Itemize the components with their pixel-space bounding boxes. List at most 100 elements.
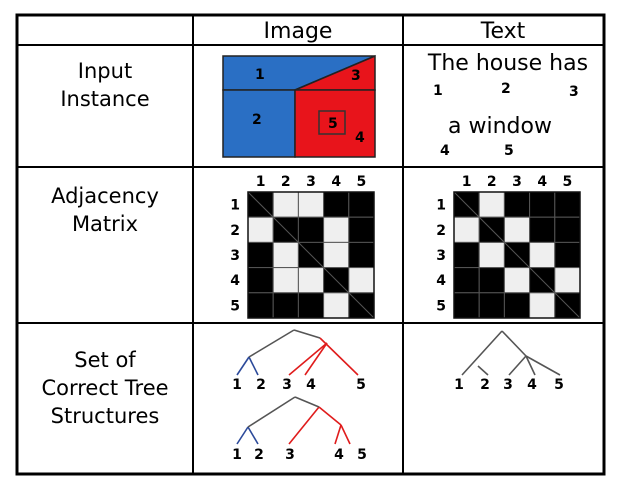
text-matrix-cell-5-4 xyxy=(529,292,556,319)
text-matrix-cell-5-2 xyxy=(478,292,505,319)
header-text: Text xyxy=(480,19,526,44)
tree-a-leaf-4: 4 xyxy=(306,377,316,393)
row-label-trees-line2: Correct Tree xyxy=(41,376,168,400)
tree-a-edge xyxy=(236,356,250,376)
tree-c-edge xyxy=(525,355,536,376)
text-matrix-diagonal xyxy=(453,191,581,319)
text-matrix-row-label-3: 3 xyxy=(436,248,446,264)
tree-b-edge xyxy=(236,426,249,445)
image-matrix-diagonal xyxy=(247,191,375,319)
sentence-line-2: a window xyxy=(448,114,552,139)
row-label-trees-line3: Structures xyxy=(51,404,160,428)
image-matrix-cell-2-1 xyxy=(247,216,274,243)
tree-b-edge xyxy=(340,424,351,445)
tree-a-edge xyxy=(293,329,321,339)
image-matrix-cell-3-2 xyxy=(272,241,299,269)
text-matrix-cell-1-4 xyxy=(529,191,556,218)
text-matrix-row-label-1: 1 xyxy=(436,198,446,214)
image-matrix-row-label-4: 4 xyxy=(230,273,240,289)
row-label-trees-line1: Set of xyxy=(74,348,136,372)
image-matrix-cell-1-5 xyxy=(348,191,375,218)
tree-a-leaf-5: 5 xyxy=(356,377,366,393)
tree-c-edge xyxy=(501,330,527,357)
row-label-matrix-line1: Adjacency xyxy=(51,184,159,208)
image-matrix-col-label-4: 4 xyxy=(331,174,341,190)
word-index-1: 1 xyxy=(433,83,443,99)
tree-a-edge xyxy=(248,356,259,376)
text-matrix-cell-1-3 xyxy=(503,191,531,218)
image-matrix-cell-5-2 xyxy=(272,292,299,319)
tree-b-leaf-2: 2 xyxy=(254,447,264,463)
image-matrix-row-label-3: 3 xyxy=(230,248,240,264)
word-index-5: 5 xyxy=(504,143,514,159)
tree-c-leaf-2: 2 xyxy=(480,377,490,393)
region-label-2: 2 xyxy=(252,112,262,128)
tree-b-leaf-3: 3 xyxy=(285,447,295,463)
sentence-line-1: The house has xyxy=(427,51,588,76)
text-matrix-cell-3-4 xyxy=(529,241,556,269)
tree-a-edge xyxy=(248,329,295,358)
image-matrix-cell-2-4 xyxy=(323,216,350,243)
text-matrix-cell-4-5 xyxy=(554,267,581,294)
tree-c-edge xyxy=(508,355,527,376)
tree-c-edge xyxy=(525,355,561,376)
region-5-window xyxy=(318,110,346,135)
image-matrix-border xyxy=(247,191,375,319)
tree-b-edge xyxy=(318,406,342,426)
image-matrix-cell-3-1 xyxy=(247,241,274,269)
image-matrix-cell-5-3 xyxy=(297,292,325,319)
text-matrix-row-label-4: 4 xyxy=(436,273,446,289)
image-matrix-cell-2-5 xyxy=(348,216,375,243)
image-matrix-col-label-2: 2 xyxy=(281,174,291,190)
tree-b-edge xyxy=(288,406,320,445)
image-matrix-row-label-2: 2 xyxy=(230,223,240,239)
image-matrix-cell-4-5 xyxy=(348,267,375,294)
text-matrix-cell-2-4 xyxy=(529,216,556,243)
image-matrix-cell-5-4 xyxy=(323,292,350,319)
image-matrix-row-label-5: 5 xyxy=(230,298,240,314)
region-label-3: 3 xyxy=(351,68,361,84)
word-index-4: 4 xyxy=(440,143,450,159)
tree-a-leaf-3: 3 xyxy=(282,377,292,393)
text-matrix-cell-4-3 xyxy=(503,267,531,294)
image-matrix-cell-4-1 xyxy=(247,267,274,294)
text-matrix-border xyxy=(453,191,581,319)
text-matrix-cell-2-3 xyxy=(503,216,531,243)
image-matrix-cell-3-4 xyxy=(323,241,350,269)
word-index-2: 2 xyxy=(501,81,511,97)
region-label-1: 1 xyxy=(255,67,265,83)
tree-a-edge xyxy=(304,342,328,376)
table-grid xyxy=(15,13,606,476)
tree-b-leaf-1: 1 xyxy=(232,447,242,463)
tree-c-edge xyxy=(477,365,489,376)
image-matrix-col-label-1: 1 xyxy=(256,174,266,190)
text-matrix-col-label-1: 1 xyxy=(462,174,472,190)
tree-a-edge xyxy=(319,337,359,376)
tree-b-leaf-4: 4 xyxy=(334,447,344,463)
header-image: Image xyxy=(264,19,333,44)
image-matrix-cell-1-2 xyxy=(272,191,299,218)
image-matrix-cell-2-3 xyxy=(297,216,325,243)
tree-c-edge xyxy=(461,330,503,376)
image-matrix-cell-1-3 xyxy=(297,191,325,218)
text-matrix-row-label-2: 2 xyxy=(436,223,446,239)
tree-c-leaf-5: 5 xyxy=(554,377,564,393)
image-matrix-row-label-1: 1 xyxy=(230,198,240,214)
tree-b-edge xyxy=(247,396,296,428)
text-matrix-col-label-2: 2 xyxy=(487,174,497,190)
row-label-matrix-line2: Matrix xyxy=(72,212,138,236)
tree-c-leaf-1: 1 xyxy=(454,377,464,393)
image-matrix-cell-3-5 xyxy=(348,241,375,269)
image-matrix-cell-4-2 xyxy=(272,267,299,294)
region-2-wall xyxy=(222,89,296,158)
text-matrix-col-label-5: 5 xyxy=(563,174,573,190)
tree-a-edge xyxy=(288,342,328,376)
text-matrix-row-label-5: 5 xyxy=(436,298,446,314)
text-matrix-cell-4-2 xyxy=(478,267,505,294)
tree-b-edge xyxy=(334,424,342,445)
word-index-3: 3 xyxy=(569,84,579,100)
text-matrix-cell-5-1 xyxy=(453,292,480,319)
